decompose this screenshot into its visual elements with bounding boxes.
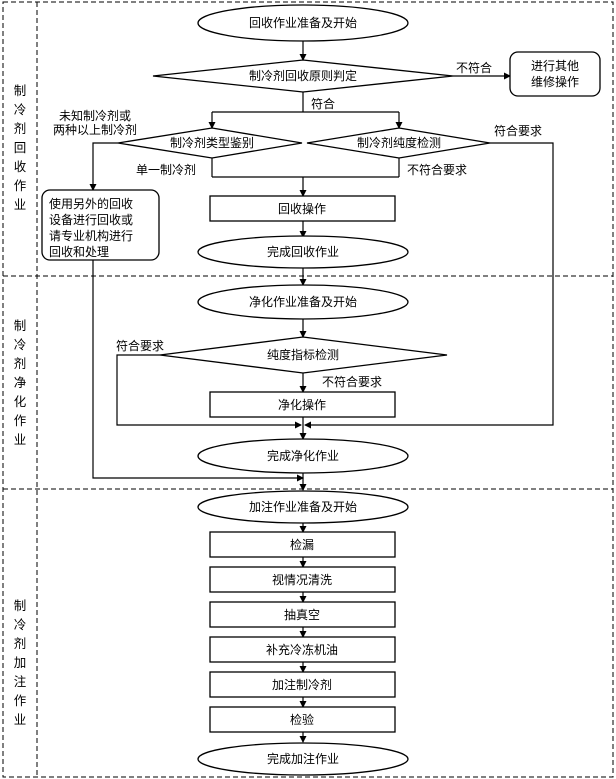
svg-text:使用另外的回收: 使用另外的回收 bbox=[49, 196, 133, 211]
label-purify-meets-req: 符合要求 bbox=[116, 338, 164, 353]
svg-text:制冷剂回收作业: 制冷剂回收作业 bbox=[14, 83, 27, 212]
other-repair-box: 进行其他 维修操作 bbox=[509, 51, 601, 97]
svg-text:制冷剂回收原则判定: 制冷剂回收原则判定 bbox=[249, 68, 357, 83]
svg-text:回收操作: 回收操作 bbox=[278, 201, 326, 216]
svg-text:制冷剂净化作业: 制冷剂净化作业 bbox=[14, 318, 27, 447]
charging-complete: 完成加注作业 bbox=[197, 742, 409, 776]
purity-test-decision: 制冷剂纯度检测 bbox=[306, 127, 491, 159]
recover-op-box: 回收操作 bbox=[209, 195, 396, 222]
principle-check-decision: 制冷剂回收原则判定 bbox=[152, 59, 454, 93]
svg-text:抽真空: 抽真空 bbox=[284, 608, 320, 622]
svg-text:设备进行回收或: 设备进行回收或 bbox=[49, 213, 133, 227]
svg-text:加注制冷剂: 加注制冷剂 bbox=[272, 677, 332, 692]
svg-text:净化作业准备及开始: 净化作业准备及开始 bbox=[249, 295, 357, 309]
connector bbox=[92, 260, 304, 482]
label-purify-not-meets-req: 不符合要求 bbox=[322, 374, 382, 389]
purify-op-box: 净化操作 bbox=[209, 391, 396, 418]
purification-start: 净化作业准备及开始 bbox=[197, 284, 409, 320]
type-identify-decision: 制冷剂类型鉴别 bbox=[117, 127, 303, 159]
charging-step-clean: 视情况清洗 bbox=[209, 566, 396, 593]
svg-text:完成加注作业: 完成加注作业 bbox=[267, 751, 339, 766]
svg-text:完成回收作业: 完成回收作业 bbox=[267, 244, 339, 259]
recovery-complete: 完成回收作业 bbox=[197, 235, 409, 269]
svg-text:视情况清洗: 视情况清洗 bbox=[272, 572, 332, 587]
connector bbox=[304, 142, 554, 429]
svg-text:回收作业准备及开始: 回收作业准备及开始 bbox=[249, 16, 357, 30]
label-unknown-2: 两种以上制冷剂 bbox=[53, 122, 137, 137]
section-label-recovery: 制冷剂回收作业 bbox=[14, 83, 27, 212]
charging-step-vacuum: 抽真空 bbox=[209, 601, 396, 628]
purity-index-decision: 纯度指标检测 bbox=[159, 336, 448, 374]
svg-text:完成净化作业: 完成净化作业 bbox=[267, 448, 339, 463]
charging-step-leak-test: 检漏 bbox=[209, 531, 396, 558]
label-meets-req: 符合要求 bbox=[494, 123, 542, 138]
label-unknown-1: 未知制冷剂或 bbox=[59, 108, 131, 123]
charging-step-charge: 加注制冷剂 bbox=[209, 671, 396, 698]
svg-text:制冷剂类型鉴别: 制冷剂类型鉴别 bbox=[170, 135, 254, 150]
svg-text:制冷剂加注作业: 制冷剂加注作业 bbox=[14, 598, 27, 727]
label-not-conform: 不符合 bbox=[456, 60, 492, 75]
label-not-meets-req: 不符合要求 bbox=[407, 162, 467, 177]
charging-step-oil: 补充冷冻机油 bbox=[209, 636, 396, 663]
svg-text:请专业机构进行: 请专业机构进行 bbox=[49, 228, 133, 243]
charging-start: 加注作业准备及开始 bbox=[197, 490, 409, 524]
svg-text:补充冷冻机油: 补充冷冻机油 bbox=[266, 642, 338, 657]
recovery-start: 回收作业准备及开始 bbox=[197, 4, 409, 42]
svg-text:维修操作: 维修操作 bbox=[531, 74, 579, 89]
svg-text:加注作业准备及开始: 加注作业准备及开始 bbox=[249, 499, 357, 514]
svg-text:进行其他: 进行其他 bbox=[531, 59, 579, 73]
svg-text:检漏: 检漏 bbox=[290, 537, 314, 552]
charging-step-inspect: 检验 bbox=[209, 706, 396, 733]
section-label-charging: 制冷剂加注作业 bbox=[14, 598, 27, 727]
svg-text:纯度指标检测: 纯度指标检测 bbox=[267, 347, 339, 362]
other-equipment-box: 使用另外的回收 设备进行回收或 请专业机构进行 回收和处理 bbox=[41, 189, 160, 261]
connector bbox=[89, 142, 118, 191]
section-label-purification: 制冷剂净化作业 bbox=[14, 318, 27, 447]
svg-text:检验: 检验 bbox=[290, 712, 314, 727]
purification-complete: 完成净化作业 bbox=[197, 438, 409, 474]
svg-text:回收和处理: 回收和处理 bbox=[49, 245, 109, 259]
connector bbox=[116, 354, 302, 429]
svg-text:净化操作: 净化操作 bbox=[278, 397, 326, 412]
svg-text:制冷剂纯度检测: 制冷剂纯度检测 bbox=[357, 135, 441, 150]
label-conform: 符合 bbox=[311, 96, 335, 111]
label-single-refrigerant: 单一制冷剂 bbox=[136, 162, 196, 177]
